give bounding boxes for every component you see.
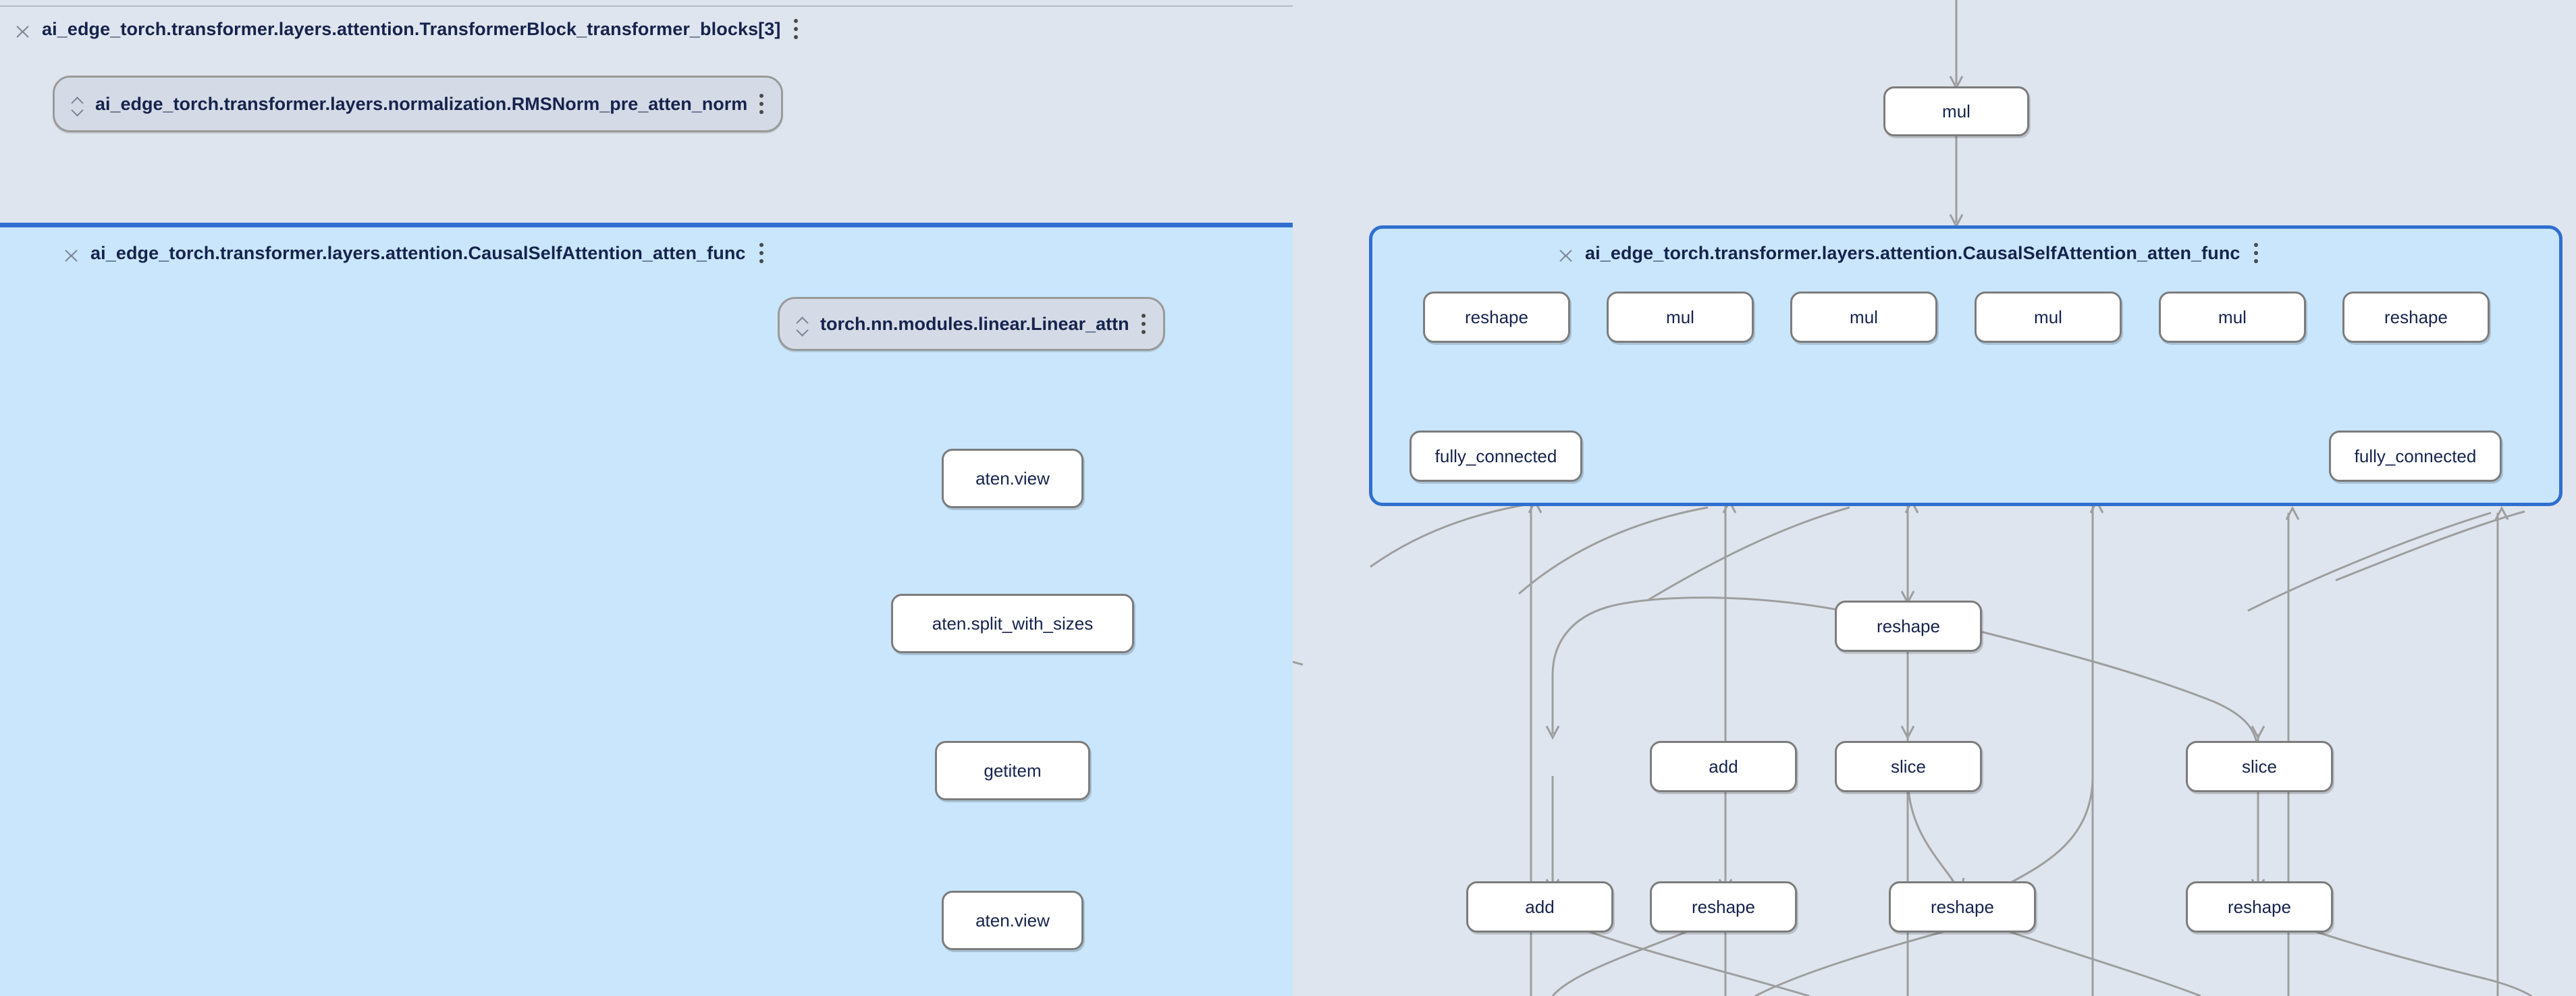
op-node-reshape-e[interactable]: reshape xyxy=(1889,881,2036,933)
op-node-label: reshape xyxy=(1877,615,1940,636)
op-node-label: aten.split_with_sizes xyxy=(932,613,1094,634)
collapse-icon[interactable] xyxy=(65,243,78,263)
op-node-label: add xyxy=(1525,896,1555,917)
op-node-label: add xyxy=(1709,756,1738,777)
collapse-icon[interactable] xyxy=(1559,243,1573,263)
group-causal-self-attention-right-header[interactable]: ai_edge_torch.transformer.layers.attenti… xyxy=(1559,242,2259,265)
op-node-label: reshape xyxy=(1692,896,1755,917)
more-options-icon[interactable] xyxy=(2253,242,2259,265)
op-node-label: slice xyxy=(2241,756,2277,777)
op-node-label: slice xyxy=(1890,756,1926,777)
op-node-mul-1[interactable]: mul xyxy=(1607,292,1754,343)
op-node-label: mul xyxy=(2034,306,2062,327)
group-causal-self-attention-right-label: ai_edge_torch.transformer.layers.attenti… xyxy=(1585,242,2240,263)
op-node-reshape-a[interactable]: reshape xyxy=(1423,292,1570,343)
more-options-icon[interactable] xyxy=(793,18,799,40)
op-node-mul-4[interactable]: mul xyxy=(2159,292,2306,343)
module-node-linear-attn-label: torch.nn.modules.linear.Linear_attn xyxy=(820,313,1129,334)
group-transformer-block-header[interactable]: ai_edge_torch.transformer.layers.attenti… xyxy=(16,18,799,40)
op-node-getitem[interactable]: getitem xyxy=(935,741,1090,800)
more-options-icon[interactable] xyxy=(758,242,765,265)
op-node-fully-connected-left[interactable]: fully_connected xyxy=(1410,431,1582,482)
op-node-slice-2[interactable]: slice xyxy=(2186,741,2333,792)
op-node-mul-2[interactable]: mul xyxy=(1790,292,1937,343)
group-causal-self-attention-left-header[interactable]: ai_edge_torch.transformer.layers.attenti… xyxy=(65,242,765,265)
group-causal-self-attention-left-label: ai_edge_torch.transformer.layers.attenti… xyxy=(90,242,746,263)
op-node-mul-3[interactable]: mul xyxy=(1975,292,2122,343)
expand-icon[interactable] xyxy=(796,314,809,334)
op-node-fully-connected-right[interactable]: fully_connected xyxy=(2329,431,2502,482)
op-node-reshape-f[interactable]: reshape xyxy=(2186,881,2333,933)
op-node-label: fully_connected xyxy=(2354,445,2477,466)
op-node-label: mul xyxy=(1666,306,1694,327)
more-options-icon[interactable] xyxy=(1140,312,1147,335)
op-node-label: getitem xyxy=(984,760,1042,781)
module-node-rmsnorm-label: ai_edge_torch.transformer.layers.normali… xyxy=(95,93,748,114)
op-node-label: mul xyxy=(1850,306,1878,327)
op-node-add-2[interactable]: add xyxy=(1466,881,1613,933)
op-node-label: fully_connected xyxy=(1434,445,1557,466)
op-node-reshape-c[interactable]: reshape xyxy=(1835,601,1982,652)
group-transformer-block-label: ai_edge_torch.transformer.layers.attenti… xyxy=(42,18,781,39)
module-node-linear-attn[interactable]: torch.nn.modules.linear.Linear_attn xyxy=(778,297,1165,351)
op-node-reshape-d[interactable]: reshape xyxy=(1650,881,1797,933)
op-node-label: mul xyxy=(2218,306,2247,327)
expand-icon[interactable] xyxy=(71,94,84,114)
op-node-label: reshape xyxy=(2384,306,2448,327)
collapse-icon[interactable] xyxy=(16,19,30,39)
op-node-reshape-b[interactable]: reshape xyxy=(2342,292,2490,343)
op-node-slice-1[interactable]: slice xyxy=(1835,741,1982,792)
op-node-label: reshape xyxy=(2228,896,2291,917)
op-node-aten-view-2[interactable]: aten.view xyxy=(942,891,1083,950)
more-options-icon[interactable] xyxy=(758,92,765,115)
op-node-add-1[interactable]: add xyxy=(1650,741,1797,792)
module-node-rmsnorm[interactable]: ai_edge_torch.transformer.layers.normali… xyxy=(53,76,784,132)
op-node-aten-split-with-sizes[interactable]: aten.split_with_sizes xyxy=(891,594,1134,653)
op-node-label: aten.view xyxy=(975,910,1050,931)
op-node-label: reshape xyxy=(1931,896,1994,917)
op-node-aten-view-1[interactable]: aten.view xyxy=(942,449,1083,508)
op-node-label: aten.view xyxy=(975,468,1050,489)
op-node-label: reshape xyxy=(1465,306,1528,327)
op-node-label: mul xyxy=(1942,101,1970,121)
op-node-mul-top[interactable]: mul xyxy=(1883,86,2029,136)
